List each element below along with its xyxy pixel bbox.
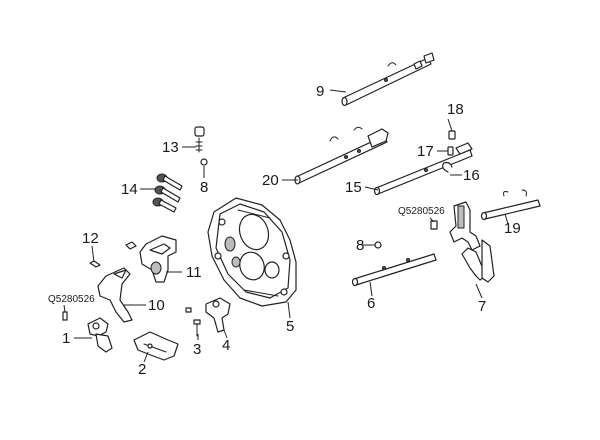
callout-labels: 9 18 13 17 20 16 8 14 15 Q5280526 19 12 … — [48, 83, 521, 378]
callout-16: 16 — [463, 167, 480, 184]
callout-6: 6 — [367, 295, 375, 312]
part-15-shift-shaft — [373, 142, 473, 196]
callout-8-upper: 8 — [200, 179, 208, 196]
part-18-pin — [448, 130, 456, 140]
callout-8-right: 8 — [356, 237, 364, 254]
callout-14: 14 — [121, 181, 138, 198]
part-10-bracket — [97, 267, 133, 323]
part-11-shift-arm — [139, 235, 177, 283]
code-label-right: Q5280526 — [398, 206, 445, 217]
code-label-left: Q5280526 — [48, 294, 95, 305]
part-8-ball-upper — [200, 158, 208, 166]
part-9-shift-shaft — [341, 52, 435, 107]
part-1-lever — [87, 317, 113, 353]
leader-lines — [63, 89, 509, 363]
callout-13: 13 — [162, 139, 179, 156]
callout-5: 5 — [286, 318, 294, 335]
callout-4: 4 — [222, 337, 230, 354]
callout-12: 12 — [82, 230, 99, 247]
pin-left — [62, 311, 68, 321]
callout-18: 18 — [447, 101, 464, 118]
part-17-pin — [447, 146, 454, 156]
part-20-shift-shaft — [294, 126, 389, 185]
callout-1: 1 — [62, 330, 70, 347]
part-12b-pin — [125, 241, 137, 250]
callout-2: 2 — [138, 361, 146, 378]
part-13-screw — [194, 126, 205, 153]
pin-right — [430, 220, 438, 230]
part-7-shift-fork — [449, 201, 495, 283]
callout-11: 11 — [186, 264, 202, 281]
callout-7: 7 — [478, 298, 486, 315]
part-12-pin — [89, 260, 101, 268]
part-2-plate — [133, 331, 179, 361]
callout-19: 19 — [504, 220, 521, 237]
part-14-bolt-set — [152, 173, 183, 213]
part-4-lever — [205, 297, 231, 333]
callout-10: 10 — [148, 297, 165, 314]
callout-15: 15 — [345, 179, 362, 196]
part-6-shift-shaft — [351, 253, 437, 287]
callout-3: 3 — [193, 341, 201, 358]
callout-9: 9 — [316, 83, 324, 100]
part-5-housing — [207, 197, 297, 307]
part-16-clip — [442, 161, 453, 173]
part-3-bolt — [185, 307, 201, 337]
callout-17: 17 — [417, 143, 434, 160]
callout-20: 20 — [262, 172, 279, 189]
part-8-ball-right — [374, 241, 382, 249]
part-19-shift-shaft — [480, 189, 541, 221]
